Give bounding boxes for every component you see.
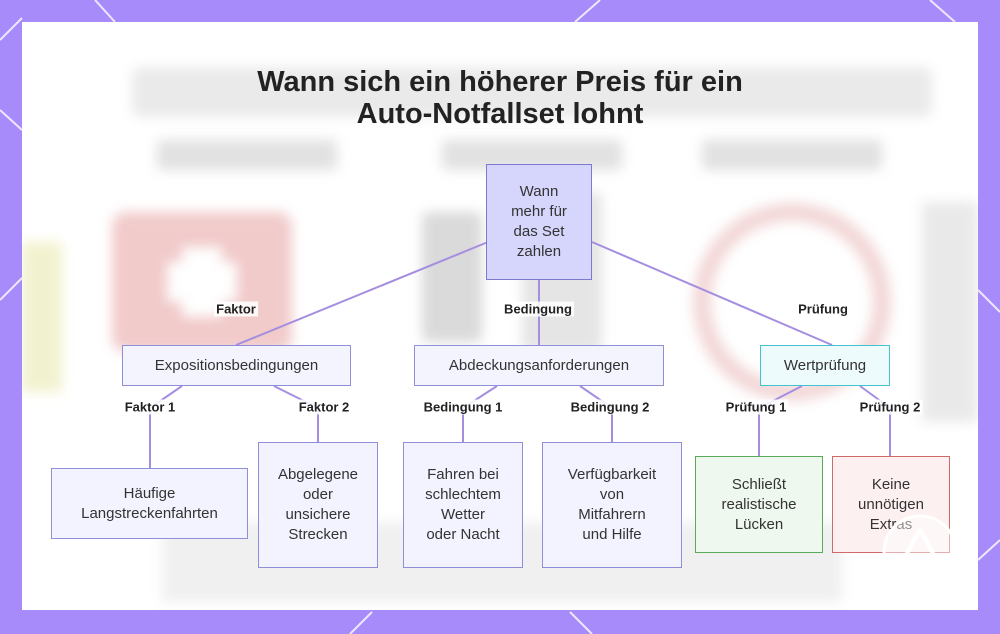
node-remote-routes: Abgelegene oder unsichere Strecken [258,442,378,568]
node-passengers-help: Verfügbarkeit von Mitfahrern und Hilfe [542,442,682,568]
edge-label-bedingung-2: Bedingung 2 [568,399,652,415]
watermark-logo [882,514,958,590]
node-root-when-pay-more: Wann mehr für das Set zahlen [486,164,592,280]
edge-label-bedingung-1: Bedingung 1 [421,399,505,415]
blurred-background-image [22,67,978,602]
diagram-canvas: Wann sich ein höherer Preis für ein Auto… [22,22,978,610]
node-value-check: Wertprüfung [760,345,890,386]
connector-lines [149,241,891,468]
page-title-line-1: Wann sich ein höherer Preis für ein [257,66,743,98]
edge-label-faktor-2: Faktor 2 [296,399,352,415]
edge-label-pruefung-2: Prüfung 2 [857,399,923,415]
node-long-trips: Häufige Langstreckenfahrten [51,468,248,539]
page-title-line-2: Auto-Notfallset lohnt [356,98,644,130]
edge-label-faktor-1: Faktor 1 [122,399,178,415]
edge-label-pruefung-1: Prüfung 1 [723,399,789,415]
node-exposition-conditions: Expositionsbedingungen [122,345,351,386]
node-realistic-gaps: Schließt realistische Lücken [695,456,823,553]
node-no-extras: Keine unnötigen Extras [832,456,950,553]
edge-label-faktor: Faktor [214,301,258,317]
edge-root-value [591,241,833,346]
node-coverage-requirements: Abdeckungsanforderungen [414,345,664,386]
edge-label-pruefung: Prüfung [796,301,850,317]
node-bad-weather: Fahren bei schlechtem Wetter oder Nacht [403,442,523,568]
edge-label-bedingung: Bedingung [502,301,574,317]
edge-root-exposition [235,241,489,346]
